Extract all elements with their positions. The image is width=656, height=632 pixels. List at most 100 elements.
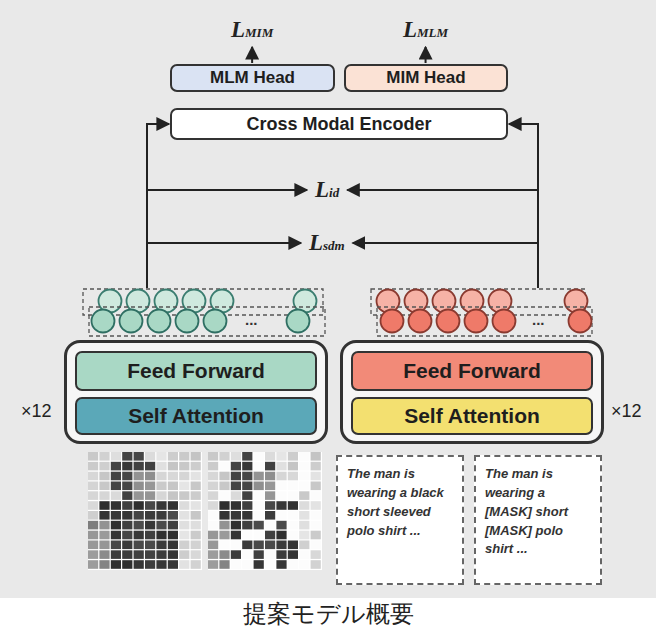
image-patch: [179, 452, 189, 461]
image-patch: [276, 560, 286, 569]
loss-label: Lid: [313, 177, 341, 203]
caption-text-box: The man is wearing a [MASK] short [MASK]…: [474, 455, 602, 585]
image-patch: [168, 521, 178, 530]
image-patch: [99, 550, 109, 559]
image-patch: [88, 541, 98, 550]
image-patch: [191, 472, 201, 481]
image-patch: [219, 550, 229, 559]
image-patch: [99, 501, 109, 510]
image-patch: [179, 462, 189, 471]
image-patch: [191, 521, 201, 530]
image-patch: [145, 550, 155, 559]
mosaic-images: [88, 452, 322, 570]
masked-patch: [288, 511, 298, 520]
image-patch: [265, 472, 275, 481]
image-patch: [99, 482, 109, 491]
arrow-line: [509, 124, 538, 288]
image-patch: [179, 541, 189, 550]
image-patch: [168, 541, 178, 550]
image-patch: [219, 560, 229, 569]
image-patch: [134, 472, 144, 481]
arrow-line: [147, 242, 301, 244]
image-patch: [299, 531, 309, 540]
image-patch: [122, 491, 132, 500]
image-patch: [168, 491, 178, 500]
image-patch: [88, 501, 98, 510]
masked-patch: [219, 541, 229, 550]
arrow-line: [353, 242, 538, 244]
masked-patch: [311, 511, 321, 520]
image-patch: [231, 452, 241, 461]
masked-patch: [311, 491, 321, 500]
image-patch: [122, 462, 132, 471]
masked-patch: [311, 521, 321, 530]
image-patch: [88, 491, 98, 500]
token-circle: [493, 310, 516, 333]
loss-label: LMIM: [229, 17, 275, 43]
image-patch: [311, 462, 321, 471]
image-patch: [168, 462, 178, 471]
image-patch: [179, 472, 189, 481]
image-patch: [179, 560, 189, 569]
image-patch: [231, 501, 241, 510]
image-patch: [99, 521, 109, 530]
image-patch: [311, 560, 321, 569]
image-patch: [145, 452, 155, 461]
image-patch: [311, 452, 321, 461]
image-patch: [111, 560, 121, 569]
image-patch: [208, 462, 218, 471]
image-patch: [208, 491, 218, 500]
image-patch: [99, 472, 109, 481]
masked-patch: [254, 462, 264, 471]
image-patch: [191, 560, 201, 569]
image-patch: [99, 452, 109, 461]
image-patch: [191, 511, 201, 520]
image-patch: [299, 501, 309, 510]
image-patch: [219, 521, 229, 530]
image-patch: [191, 462, 201, 471]
image-patch: [88, 550, 98, 559]
image-patch: [231, 521, 241, 530]
image-patch: [111, 550, 121, 559]
layer-box: Self Attention: [75, 397, 317, 435]
image-patch: [242, 521, 252, 530]
image-patch: [134, 452, 144, 461]
image-patch: [265, 491, 275, 500]
arrow-line: [251, 47, 253, 63]
image-patch: [191, 501, 201, 510]
loss-label: LMLM: [401, 17, 450, 43]
image-patch: [242, 482, 252, 491]
image-patch: [299, 491, 309, 500]
image-patch: [231, 462, 241, 471]
image-patch: [288, 550, 298, 559]
token-circle: [461, 290, 484, 313]
image-patch: [219, 501, 229, 510]
image-patch: [265, 531, 275, 540]
caption-text: The man is wearing a black short sleeved…: [347, 465, 453, 540]
image-patch: [99, 531, 109, 540]
image-patch: [145, 560, 155, 569]
image-patch: [156, 550, 166, 559]
image-patch: [168, 560, 178, 569]
image-patch: [242, 491, 252, 500]
layer-box: Self Attention: [351, 397, 593, 435]
image-patch: [134, 501, 144, 510]
image-patch: [208, 531, 218, 540]
image-patch: [231, 511, 241, 520]
image-patch: [156, 541, 166, 550]
image-patch: [265, 511, 275, 520]
masked-patch: [276, 511, 286, 520]
image-patch: [145, 541, 155, 550]
image-patch: [122, 511, 132, 520]
image-patch: [299, 521, 309, 530]
image-patch: [208, 501, 218, 510]
masked-patch: [242, 560, 252, 569]
image-patch: [254, 541, 264, 550]
image-patch: [231, 482, 241, 491]
image-patch: [156, 491, 166, 500]
token-row-outline: [89, 307, 325, 336]
image-patch: [111, 491, 121, 500]
image-patch: [242, 452, 252, 461]
masked-patch: [242, 550, 252, 559]
image-patch: [179, 482, 189, 491]
